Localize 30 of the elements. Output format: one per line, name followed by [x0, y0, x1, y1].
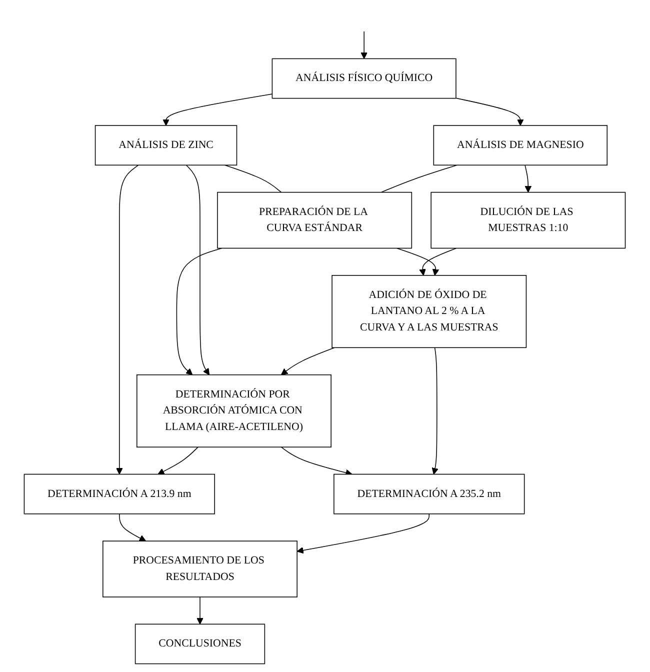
arrow	[396, 248, 440, 276]
connector	[381, 164, 458, 193]
node-box	[434, 125, 608, 166]
arrow	[186, 164, 210, 376]
node-box	[272, 58, 457, 99]
arrow	[119, 513, 146, 542]
node-box	[24, 474, 216, 514]
arrow	[158, 446, 199, 475]
node-box	[334, 474, 525, 514]
node-box	[135, 624, 266, 664]
node-box	[332, 275, 527, 348]
arrow	[419, 248, 457, 276]
arrow	[524, 164, 532, 193]
arrow	[116, 164, 140, 475]
node-box	[217, 192, 412, 249]
arrow	[196, 596, 204, 624]
node-box	[136, 374, 332, 448]
flowchart: ANÁLISIS FÍSICO QUÍMICO ANÁLISIS DE ZINC ANÁLISIS DE MAGNESIO DILUCIÓN DE LAS MUESTRAS 1:10 PREPARACIÓN DE LA CURVA ESTÁNDAR ADICIÓN DE ÓXIDO DE LANTANO AL 2 % A LA CURVA Y A LAS MUESTRAS DETERMINACIÓN POR ABSORCIÓN ATÓMICA CON LLAMA (AIRE-ACETILENO) DETERMINACIÓN A 213.9 nm DETERMINACIÓN A 235.2 nm PROCESAMIENTO DE LOS RESULTADOS CONCLUSIONES	[18, 2, 632, 670]
node-box	[95, 125, 238, 166]
arrow	[162, 94, 273, 126]
arrow	[360, 31, 368, 59]
node-box	[102, 540, 298, 598]
arrow	[432, 347, 439, 475]
arrow	[281, 347, 336, 376]
arrow	[281, 446, 353, 476]
connector	[224, 164, 282, 193]
arrow	[176, 248, 222, 376]
arrow	[456, 98, 524, 126]
arrow	[297, 513, 430, 554]
node-box	[430, 192, 626, 249]
